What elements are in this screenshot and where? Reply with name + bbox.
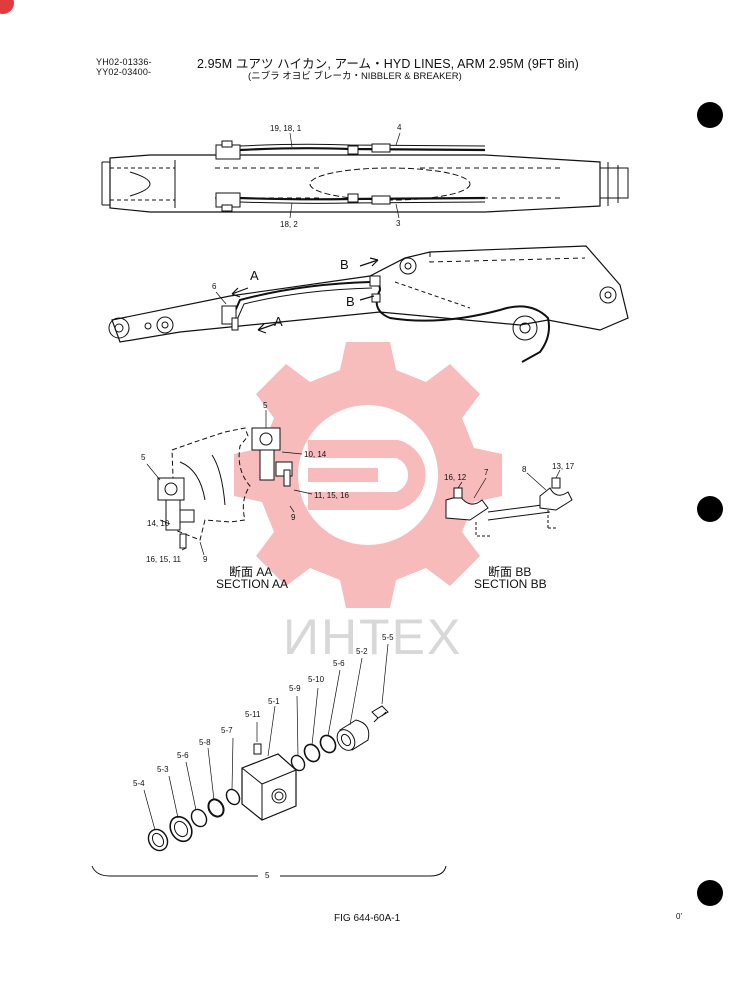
callout-14-10: 14, 10 — [147, 519, 170, 528]
callout-19-18-1: 19, 18, 1 — [270, 124, 302, 133]
section-arrow-b-upper: B — [340, 257, 349, 272]
callout-5-6-upper: 5-6 — [333, 659, 345, 668]
section-bb-caption: SECTION BB — [474, 577, 547, 591]
binder-hole-top — [697, 102, 723, 128]
callout-13-17: 13, 17 — [552, 462, 575, 471]
section-aa-caption: SECTION AA — [216, 577, 289, 591]
callout-5-2: 5-2 — [356, 647, 368, 656]
section-arrow-b-lower: B — [346, 294, 355, 309]
page-subtitle: (ニブラ オヨビ ブレーカ・NIBBLER & BREAKER) — [248, 71, 462, 82]
callout-9-bottom: 9 — [203, 555, 208, 564]
callout-10-14: 10, 14 — [304, 450, 327, 459]
callout-5-10: 5-10 — [308, 675, 325, 684]
callout-4: 4 — [397, 123, 402, 132]
section-bb-caption-jp: 断面 BB — [488, 565, 532, 579]
callout-18-2: 18, 2 — [280, 220, 298, 229]
binder-hole-bottom — [697, 880, 723, 906]
corner-mark: 0' — [676, 912, 682, 921]
section-arrow-a-lower: A — [274, 314, 283, 329]
callout-9-right: 9 — [291, 513, 296, 522]
callout-5-9: 5-9 — [289, 684, 301, 693]
callout-16-12: 16, 12 — [444, 473, 467, 482]
callout-5-11: 5-11 — [245, 710, 261, 719]
corner-badge — [0, 0, 14, 14]
callout-6: 6 — [212, 282, 217, 291]
callout-5-8: 5-8 — [199, 738, 211, 747]
callout-7: 7 — [484, 468, 489, 477]
callout-5-3: 5-3 — [157, 765, 169, 774]
callout-5-5: 5-5 — [382, 633, 394, 642]
arm-side-view — [108, 245, 629, 363]
page-title: 2.95M ユアツ ハイカン, アーム・HYD LINES, ARM 2.95M… — [197, 57, 579, 71]
section-aa-caption-jp: 断面 AA — [229, 565, 273, 579]
exploded-view-drawing — [91, 643, 447, 877]
callout-16-15-11: 16, 15, 11 — [146, 555, 181, 564]
assembly-callout-5: 5 — [265, 871, 270, 880]
serial-range-1: YH02-01336- — [96, 57, 152, 67]
section-arrow-a-upper: A — [250, 268, 259, 283]
callout-8: 8 — [522, 465, 527, 474]
callout-11-15-16: 11, 15, 16 — [314, 491, 349, 500]
serial-range-2: YY02-03400- — [96, 67, 152, 77]
section-aa-drawing — [146, 410, 313, 556]
callout-5-top: 5 — [263, 401, 268, 410]
callout-5-4: 5-4 — [133, 779, 145, 788]
callout-5-left: 5 — [141, 453, 146, 462]
arm-top-view — [101, 132, 629, 219]
binder-hole-middle — [697, 496, 723, 522]
callout-5-7: 5-7 — [221, 726, 233, 735]
callout-3: 3 — [396, 219, 401, 228]
watermark-text: ИНТЕХ — [283, 609, 463, 665]
section-bb-drawing — [445, 469, 573, 537]
figure-number: FIG 644-60A-1 — [334, 913, 401, 924]
callout-5-1: 5-1 — [268, 697, 280, 706]
callout-5-6-lower: 5-6 — [177, 751, 189, 760]
